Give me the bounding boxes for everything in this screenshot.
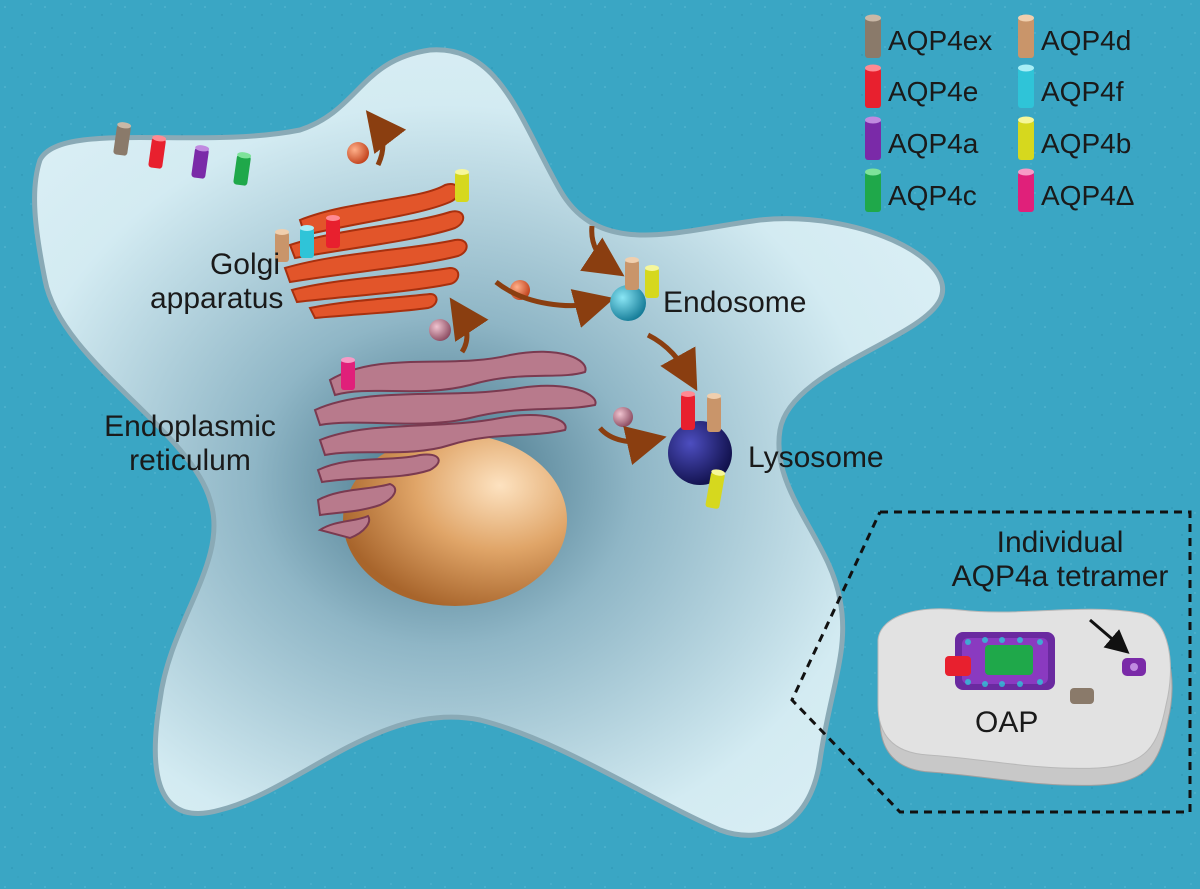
aqp4a-tetramer <box>1122 658 1146 676</box>
channel-lysosome-aqp4d <box>707 393 721 432</box>
lysosome <box>668 421 732 485</box>
endosome <box>610 285 646 321</box>
legend-label-aqp4a: AQP4a <box>888 128 979 159</box>
legend-icon-aqp4ex <box>865 14 881 58</box>
label-er: Endoplasmic reticulum <box>80 410 300 478</box>
legend-icon-aqp4d <box>1018 14 1034 58</box>
arrow-golgi-to-membrane <box>365 110 407 167</box>
label-er-line2: reticulum <box>129 444 251 477</box>
channel-aqp4a <box>191 145 210 179</box>
channel-er-aqp4delta <box>341 357 355 390</box>
label-endosome: Endosome <box>663 286 807 319</box>
tetramer-arrow <box>1089 618 1130 654</box>
legend-icons <box>865 14 1034 212</box>
legend-icon-aqp4a <box>865 116 881 160</box>
label-er-line1: Endoplasmic <box>104 410 276 443</box>
channel-endosome-aqp4d <box>625 257 639 290</box>
channel-golgi-aqp4e <box>326 215 340 248</box>
legend-label-aqp4delta: AQP4Δ <box>1041 180 1135 211</box>
channel-golgi-aqp4f <box>300 225 314 258</box>
arrow-er-to-golgi <box>449 297 489 354</box>
arrow-to-endosome-2 <box>580 225 625 277</box>
legend-icon-aqp4b <box>1018 116 1034 160</box>
legend-label-aqp4c: AQP4c <box>888 180 977 211</box>
channel-aqp4e <box>148 135 167 169</box>
oap-cluster <box>945 632 1094 704</box>
label-individual-line1: Individual <box>996 526 1124 559</box>
arrow-to-endosome-1 <box>494 280 615 328</box>
channel-golgi-aqp4b <box>455 169 469 202</box>
label-individual: Individual AQP4a tetramer <box>950 526 1170 594</box>
inset-callout <box>790 510 1192 814</box>
label-golgi-line2: apparatus <box>150 282 284 315</box>
endoplasmic-reticulum <box>313 350 597 540</box>
vesicle-golgi-top <box>347 142 369 164</box>
legend-icon-aqp4f <box>1018 64 1034 108</box>
channel-golgi-aqp4d <box>275 229 289 262</box>
legend-label-aqp4e: AQP4e <box>888 76 979 107</box>
legend-label-aqp4b: AQP4b <box>1041 128 1132 159</box>
vesicle-to-lysosome <box>613 407 633 427</box>
channel-endosome-aqp4b <box>645 265 659 298</box>
legend-label-aqp4ex: AQP4ex <box>888 25 993 56</box>
legend-icon-aqp4c <box>865 168 881 212</box>
legend-label-aqp4d: AQP4d <box>1041 25 1132 56</box>
arrow-endosome-to-lysosome <box>646 332 698 392</box>
arrow-to-lysosome <box>598 426 667 466</box>
membrane-channels <box>113 122 726 509</box>
label-individual-line2: AQP4a tetramer <box>951 560 1169 593</box>
label-lysosome: Lysosome <box>748 441 884 474</box>
trafficking-arrows <box>365 110 698 466</box>
channel-lysosome-aqp4e <box>681 391 695 430</box>
channel-aqp4ex <box>113 122 132 156</box>
vesicle-er <box>429 319 451 341</box>
legend-icon-aqp4e <box>865 64 881 108</box>
label-oap: OAP <box>975 706 1039 739</box>
legend-label-aqp4f: AQP4f <box>1041 76 1124 107</box>
label-golgi: Golgi apparatus <box>150 248 284 316</box>
channel-aqp4c <box>233 152 252 186</box>
channel-lysosome-aqp4b <box>705 469 726 509</box>
legend-icon-aqp4delta <box>1018 168 1034 212</box>
label-golgi-line1: Golgi <box>209 248 280 281</box>
